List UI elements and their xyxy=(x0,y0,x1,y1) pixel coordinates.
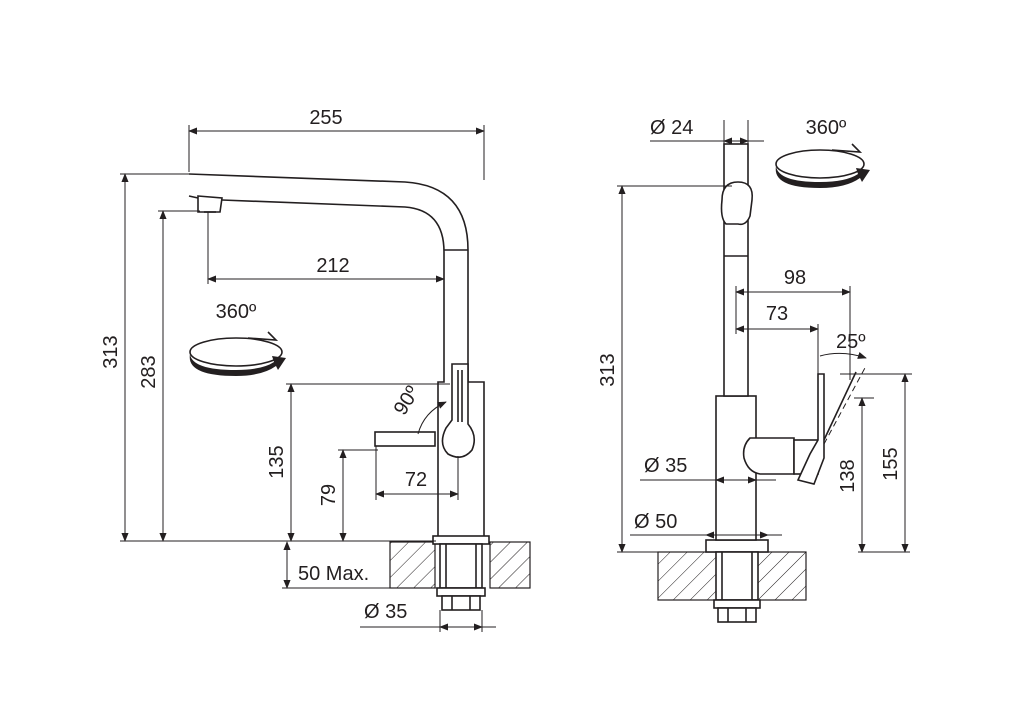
dim-79: 79 xyxy=(318,484,340,506)
dim-155: 155 xyxy=(880,447,902,480)
side-countertop-left xyxy=(657,551,719,601)
side-rotation-icon xyxy=(775,143,870,188)
angle-90: 90º xyxy=(390,382,425,419)
side-countertop-right xyxy=(755,551,807,601)
dim-138: 138 xyxy=(837,459,859,492)
dim-diameter-35-front: Ø 35 xyxy=(364,601,407,623)
rotation-360-front: 360º xyxy=(216,301,257,323)
dim-72: 72 xyxy=(405,469,427,491)
front-dimension-lines xyxy=(120,125,496,632)
rotation-360-side: 360º xyxy=(806,117,847,139)
front-lever xyxy=(374,363,476,458)
dim-313-front: 313 xyxy=(100,335,122,368)
side-view: Ø 24 360º 313 98 73 25º Ø 35 Ø 50 138 15… xyxy=(597,117,912,623)
front-rotation-icon xyxy=(189,331,286,376)
front-labels: 255 212 313 283 135 79 72 90º 360º 50 Ma… xyxy=(100,107,427,623)
front-shank xyxy=(432,535,490,611)
dim-255: 255 xyxy=(309,107,342,129)
side-faucet-body xyxy=(715,143,757,541)
side-shank xyxy=(705,539,769,623)
angle-25: 25º xyxy=(836,331,866,353)
dim-73: 73 xyxy=(766,303,788,325)
dim-212: 212 xyxy=(316,255,349,277)
dim-135: 135 xyxy=(266,445,288,478)
side-dimension-lines xyxy=(617,120,912,553)
front-view: 255 212 313 283 135 79 72 90º 360º 50 Ma… xyxy=(100,107,531,632)
dim-98: 98 xyxy=(784,267,806,289)
dim-313-side: 313 xyxy=(597,353,619,386)
dim-diameter-50: Ø 50 xyxy=(634,511,677,533)
front-countertop-right xyxy=(489,541,531,589)
dim-diameter-24: Ø 24 xyxy=(650,117,693,139)
side-labels: Ø 24 360º 313 98 73 25º Ø 35 Ø 50 138 15… xyxy=(597,117,902,533)
dim-diameter-35-side: Ø 35 xyxy=(644,455,687,477)
front-faucet-body xyxy=(188,173,485,536)
dim-283: 283 xyxy=(138,355,160,388)
front-countertop-left xyxy=(389,541,436,589)
side-lever xyxy=(742,365,867,485)
dim-50-max: 50 Max. xyxy=(298,563,369,585)
